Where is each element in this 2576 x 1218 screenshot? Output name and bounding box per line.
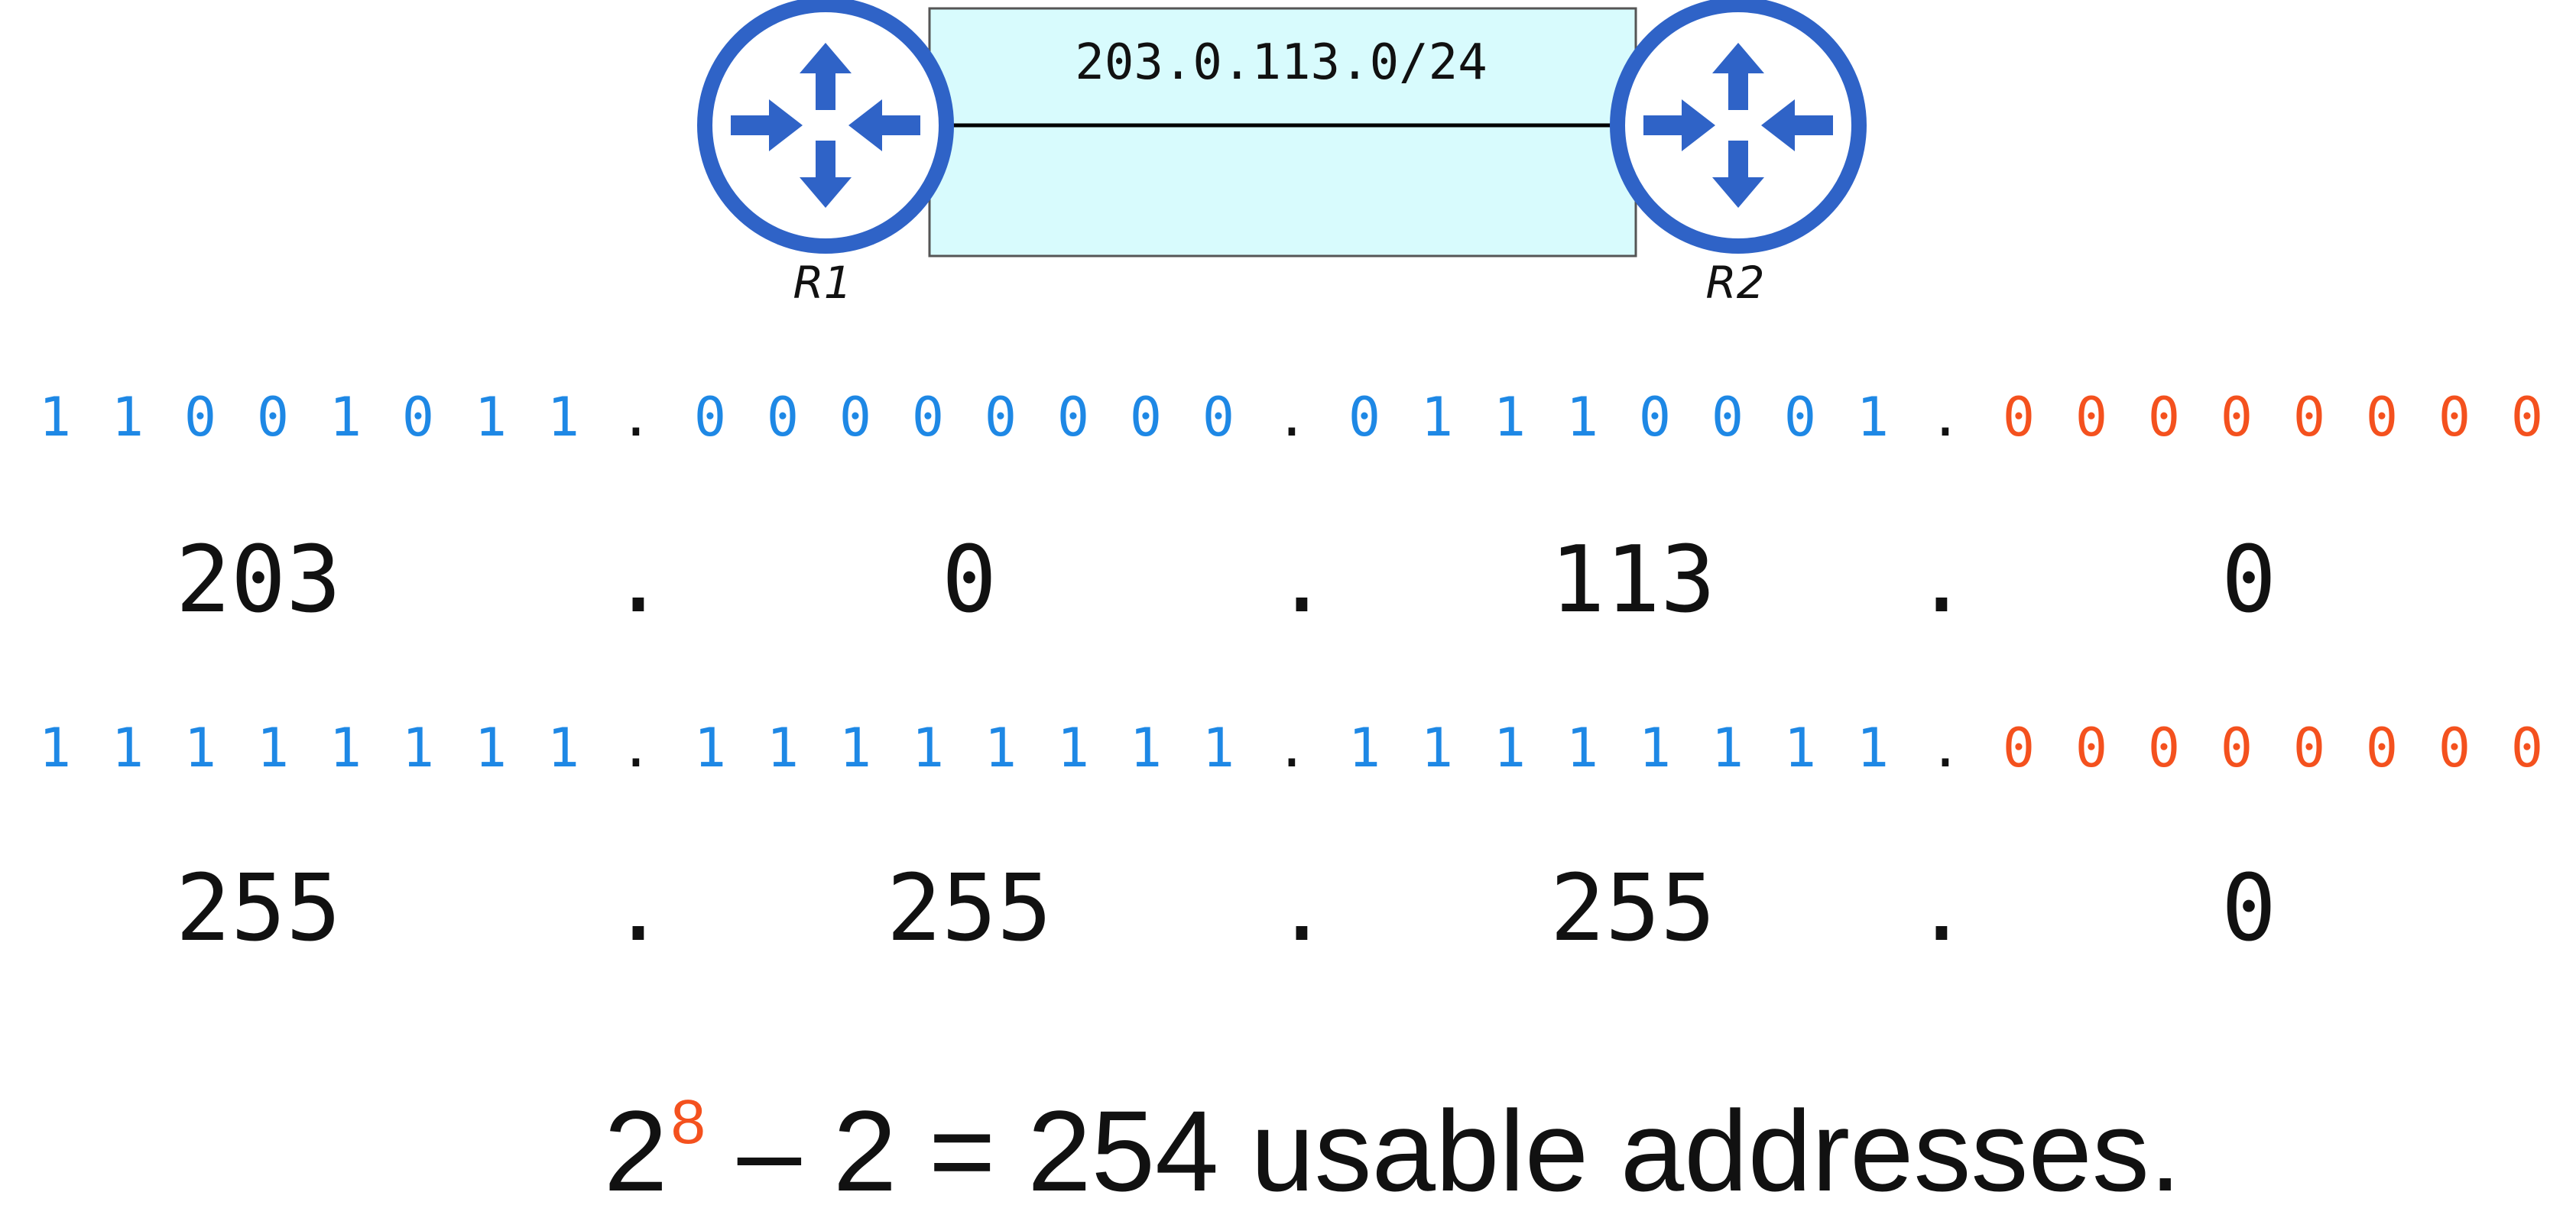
mask-binary-bit: 1: [1638, 717, 1672, 779]
mask-binary-dot: .: [1929, 717, 1962, 779]
mask-binary-bit: 0: [2292, 717, 2326, 779]
address-binary-dot: .: [619, 386, 653, 449]
mask-binary-bit: 1: [38, 717, 72, 779]
mask-binary-bit: 0: [2002, 717, 2036, 779]
router-r2-label: R2: [1705, 257, 1764, 309]
formula-base: 2: [604, 1087, 668, 1215]
mask-binary-bit: 0: [2438, 717, 2471, 779]
router-r1-icon: [697, 0, 954, 254]
mask-binary-bit: 1: [256, 717, 290, 779]
address-binary-bit: 0: [2002, 386, 2036, 449]
address-binary-bit: 0: [1711, 386, 1744, 449]
network-label: 203.0.113.0/24: [1075, 34, 1487, 91]
address-binary-bit: 1: [547, 386, 580, 449]
address-binary-dot: .: [1929, 386, 1962, 449]
address-binary-bit: 1: [1565, 386, 1599, 449]
mask-binary-bit: 1: [1202, 717, 1235, 779]
address-binary-bit: 0: [401, 386, 435, 449]
address-binary-bit: 0: [1202, 386, 1235, 449]
mask-binary-bit: 1: [401, 717, 435, 779]
router-r2-icon: [1610, 0, 1867, 254]
address-binary-bit: 0: [2292, 386, 2326, 449]
address-binary-bit: 0: [2365, 386, 2399, 449]
address-binary-bit: 0: [2147, 386, 2181, 449]
address-binary-bit: 0: [1638, 386, 1672, 449]
mask-binary-bit: 0: [2510, 717, 2544, 779]
address-binary-bit: 0: [2075, 386, 2108, 449]
mask-octet-1: 255: [175, 856, 342, 962]
address-binary-bit: 0: [2220, 386, 2253, 449]
mask-binary-bit: 1: [1420, 717, 1454, 779]
network-segment-box: [928, 7, 1637, 258]
address-binary-bit: 1: [474, 386, 508, 449]
mask-binary-bit: 1: [1129, 717, 1163, 779]
network-topology: 203.0.113.0/24 R1 R2: [697, 0, 1867, 309]
address-binary-bit: 0: [839, 386, 872, 449]
address-dot-1: .: [610, 527, 667, 633]
mask-binary-bit: 1: [474, 717, 508, 779]
mask-binary-bit: 1: [1493, 717, 1526, 779]
mask-binary-bit: 1: [329, 717, 362, 779]
mask-binary-bit: 1: [1056, 717, 1090, 779]
address-binary-bit: 0: [693, 386, 727, 449]
mask-binary-bit: 1: [1856, 717, 1890, 779]
mask-octet-2: 255: [886, 856, 1053, 962]
address-binary-bit: 0: [766, 386, 800, 449]
address-binary-bit: 0: [256, 386, 290, 449]
address-binary-bit: 0: [911, 386, 945, 449]
mask-octet-3: 255: [1549, 856, 1716, 962]
mask-binary-bit: 1: [1783, 717, 1817, 779]
mask-binary-bit: 1: [911, 717, 945, 779]
address-binary-bit: 1: [1493, 386, 1526, 449]
address-octet-2: 0: [941, 527, 998, 633]
router-r1-label: R1: [793, 257, 852, 309]
address-binary-bit: 0: [1348, 386, 1381, 449]
address-binary-bit: 0: [2510, 386, 2544, 449]
mask-binary-bit: 1: [1348, 717, 1381, 779]
address-binary-bit: 0: [1129, 386, 1163, 449]
address-binary-bit: 0: [1783, 386, 1817, 449]
mask-binary-bit: 1: [1711, 717, 1744, 779]
address-binary-bit: 1: [329, 386, 362, 449]
mask-binary-bit: 1: [183, 717, 217, 779]
address-binary-bit: 1: [111, 386, 144, 449]
mask-binary-bit: 0: [2075, 717, 2108, 779]
mask-binary-bit: 0: [2220, 717, 2253, 779]
address-binary-bit: 0: [1056, 386, 1090, 449]
address-binary-bit: 0: [183, 386, 217, 449]
mask-binary-bit: 1: [839, 717, 872, 779]
address-binary-bit: 1: [38, 386, 72, 449]
address-octet-4: 0: [2221, 527, 2277, 633]
mask-binary-bit: 1: [766, 717, 800, 779]
formula-exponent: 8: [670, 1087, 706, 1157]
address-octet-1: 203: [175, 527, 342, 633]
mask-dot-1: .: [610, 856, 667, 962]
mask-binary-bit: 1: [547, 717, 580, 779]
address-dot-2: .: [1273, 527, 1330, 633]
mask-dot-2: .: [1273, 856, 1330, 962]
address-binary-bit: 1: [1420, 386, 1454, 449]
address-binary-bit: 1: [1856, 386, 1890, 449]
mask-binary-bit: 1: [1565, 717, 1599, 779]
address-binary-bit: 0: [2438, 386, 2471, 449]
address-binary-bit: 0: [984, 386, 1017, 449]
mask-binary-bit: 0: [2365, 717, 2399, 779]
mask-binary-dot: .: [619, 717, 653, 779]
mask-binary-bit: 0: [2147, 717, 2181, 779]
mask-dot-3: .: [1913, 856, 1970, 962]
mask-binary-bit: 1: [693, 717, 727, 779]
formula-rest: – 2 = 254 usable addresses.: [706, 1087, 2182, 1215]
address-octet-3: 113: [1549, 527, 1716, 633]
mask-binary-dot: .: [1275, 717, 1309, 779]
mask-binary-bit: 1: [111, 717, 144, 779]
usable-addresses-formula: 28 – 2 = 254 usable addresses.: [604, 1085, 2182, 1217]
address-binary-dot: .: [1275, 386, 1309, 449]
mask-octet-4: 0: [2221, 856, 2277, 962]
mask-binary-bit: 1: [984, 717, 1017, 779]
address-dot-3: .: [1913, 527, 1970, 633]
